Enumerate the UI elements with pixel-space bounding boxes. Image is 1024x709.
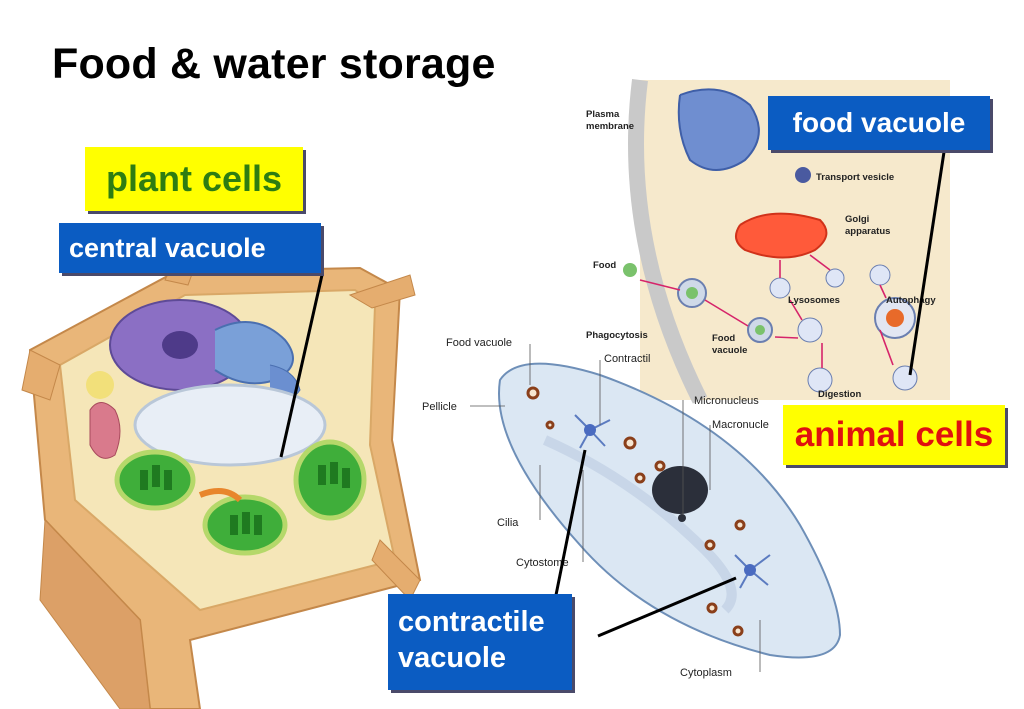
label-para-cytostome: Cytostome bbox=[516, 557, 569, 569]
label-para-pellicle: Pellicle bbox=[422, 401, 457, 413]
label-food: Food bbox=[593, 260, 616, 271]
label-para-food-vacuole: Food vacuole bbox=[446, 337, 512, 349]
plant-cells-label: plant cells bbox=[85, 147, 303, 211]
label-lysosomes: Lysosomes bbox=[788, 295, 840, 306]
label-para-micronucleus: Micronucleus bbox=[694, 395, 759, 407]
central-vacuole-text: central vacuole bbox=[69, 233, 266, 263]
label-food-vac-2: vacuole bbox=[712, 345, 747, 356]
contractile-vacuole-label: contractile vacuole bbox=[388, 594, 572, 690]
label-autophagy: Autophagy bbox=[886, 295, 936, 306]
slide-title: Food & water storage bbox=[52, 40, 496, 88]
contractile-vacuole-text-line2: vacuole bbox=[398, 642, 506, 674]
label-transport-vesicle: Transport vesicle bbox=[816, 172, 894, 183]
label-plasma-membrane-1: Plasma bbox=[586, 109, 620, 120]
central-vacuole-label: central vacuole bbox=[59, 223, 321, 273]
animal-cells-text: animal cells bbox=[794, 415, 994, 454]
paramecium-illustration: Food vacuole Contractil Pellicle Micronu… bbox=[422, 337, 842, 679]
plant-cell-illustration bbox=[21, 249, 422, 709]
label-para-cytoplasm: Cytoplasm bbox=[680, 667, 732, 679]
label-para-macronucleus: Macronucle bbox=[712, 419, 769, 431]
label-digestion: Digestion bbox=[818, 389, 861, 400]
label-golgi-2: apparatus bbox=[845, 226, 890, 237]
food-vacuole-text: food vacuole bbox=[792, 107, 966, 138]
label-para-contractile: Contractil bbox=[604, 353, 650, 365]
label-plasma-membrane-2: membrane bbox=[586, 121, 634, 132]
animal-cells-label: animal cells bbox=[783, 405, 1005, 465]
label-phagocytosis: Phagocytosis bbox=[586, 330, 648, 341]
label-food-vac-1: Food bbox=[712, 333, 735, 344]
label-para-cilia: Cilia bbox=[497, 517, 519, 529]
label-golgi-1: Golgi bbox=[845, 214, 869, 225]
pointer-lines bbox=[279, 151, 946, 638]
food-vacuole-label: food vacuole bbox=[768, 96, 990, 150]
plant-cells-text: plant cells bbox=[105, 158, 283, 199]
contractile-vacuole-text-line1: contractile bbox=[398, 606, 545, 638]
